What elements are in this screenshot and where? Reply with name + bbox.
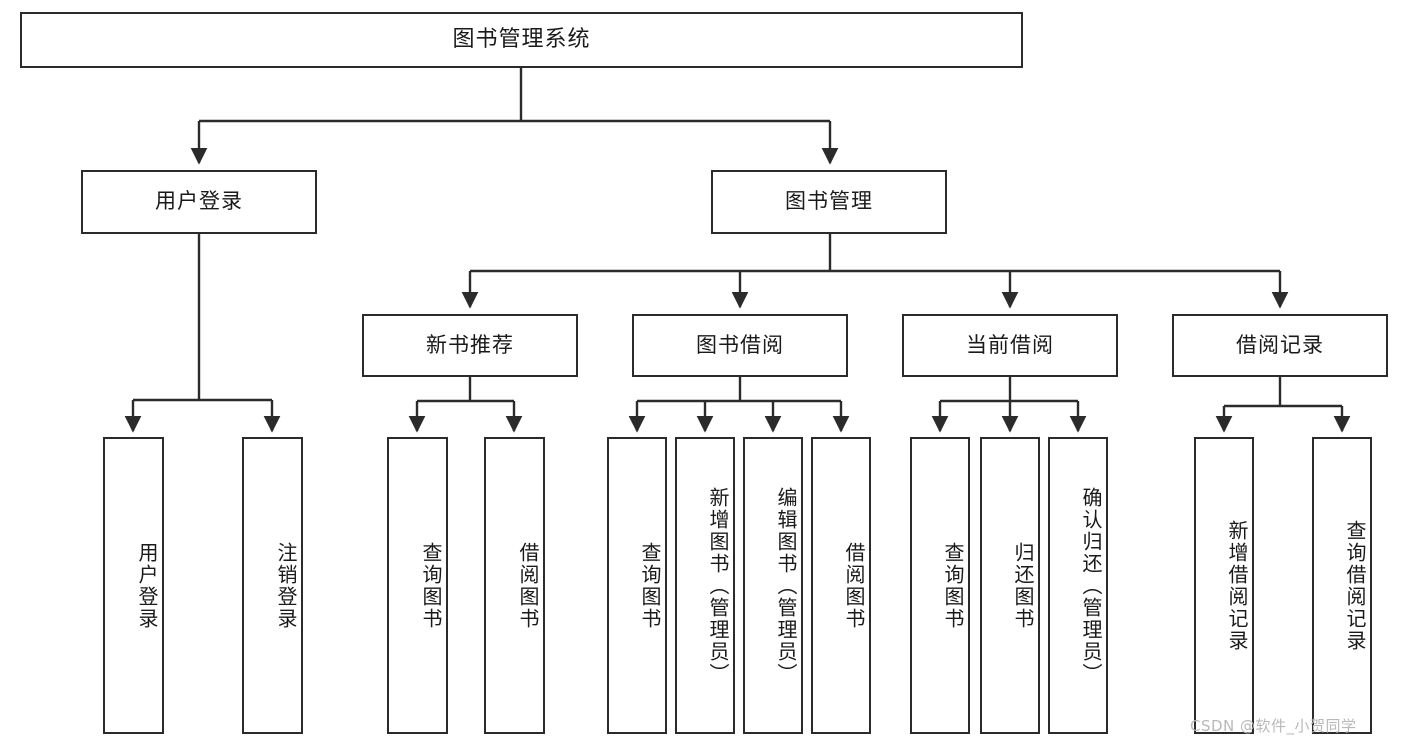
node-leaf-query-book-2-label: 查询图书	[638, 541, 662, 630]
node-leaf-query-book-3-label: 查询图书	[941, 541, 965, 630]
node-leaf-logout[interactable]: 注销登录	[242, 437, 303, 734]
node-book-management-label: 图书管理	[785, 189, 873, 214]
node-leaf-return-book-label: 归还图书	[1011, 541, 1035, 630]
node-leaf-edit-book-admin-label: 编辑图书（管理员）	[774, 486, 798, 685]
node-leaf-borrow-book-1[interactable]: 借阅图书	[484, 437, 545, 734]
node-leaf-query-book-2[interactable]: 查询图书	[607, 437, 667, 734]
node-leaf-add-borrow-record[interactable]: 新增借阅记录	[1194, 437, 1254, 734]
node-leaf-query-borrow-record[interactable]: 查询借阅记录	[1312, 437, 1372, 734]
node-leaf-logout-label: 注销登录	[274, 541, 298, 630]
node-leaf-query-book-1[interactable]: 查询图书	[387, 437, 448, 734]
node-leaf-borrow-book-1-label: 借阅图书	[516, 541, 540, 630]
node-leaf-confirm-return-admin[interactable]: 确认归还（管理员）	[1048, 437, 1108, 734]
node-user-login-label: 用户登录	[155, 189, 243, 214]
node-book-borrow-label: 图书借阅	[696, 332, 784, 357]
node-root-label: 图书管理系统	[452, 26, 591, 52]
node-leaf-query-book-3[interactable]: 查询图书	[910, 437, 970, 734]
node-user-login[interactable]: 用户登录	[81, 170, 317, 234]
node-new-book-recommend-label: 新书推荐	[426, 332, 514, 357]
node-borrow-record-label: 借阅记录	[1236, 332, 1324, 357]
node-leaf-user-login-label: 用户登录	[135, 541, 159, 630]
node-leaf-borrow-book-2[interactable]: 借阅图书	[811, 437, 871, 734]
node-root[interactable]: 图书管理系统	[20, 12, 1023, 68]
node-current-borrow-label: 当前借阅	[966, 332, 1054, 357]
node-leaf-query-borrow-record-label: 查询借阅记录	[1343, 519, 1367, 652]
node-leaf-add-borrow-record-label: 新增借阅记录	[1225, 519, 1249, 652]
node-leaf-borrow-book-2-label: 借阅图书	[842, 541, 866, 630]
node-leaf-user-login[interactable]: 用户登录	[103, 437, 164, 734]
node-leaf-add-book-admin-label: 新增图书（管理员）	[706, 486, 730, 685]
node-current-borrow[interactable]: 当前借阅	[902, 314, 1118, 377]
node-leaf-confirm-return-admin-label: 确认归还（管理员）	[1079, 486, 1103, 685]
node-new-book-recommend[interactable]: 新书推荐	[362, 314, 578, 377]
node-book-borrow[interactable]: 图书借阅	[632, 314, 848, 377]
node-leaf-return-book[interactable]: 归还图书	[980, 437, 1040, 734]
node-leaf-query-book-1-label: 查询图书	[419, 541, 443, 630]
watermark: CSDN @软件_小贺同学	[1190, 717, 1357, 735]
node-leaf-add-book-admin[interactable]: 新增图书（管理员）	[675, 437, 735, 734]
node-book-management[interactable]: 图书管理	[711, 170, 947, 234]
node-borrow-record[interactable]: 借阅记录	[1172, 314, 1388, 377]
node-leaf-edit-book-admin[interactable]: 编辑图书（管理员）	[743, 437, 803, 734]
